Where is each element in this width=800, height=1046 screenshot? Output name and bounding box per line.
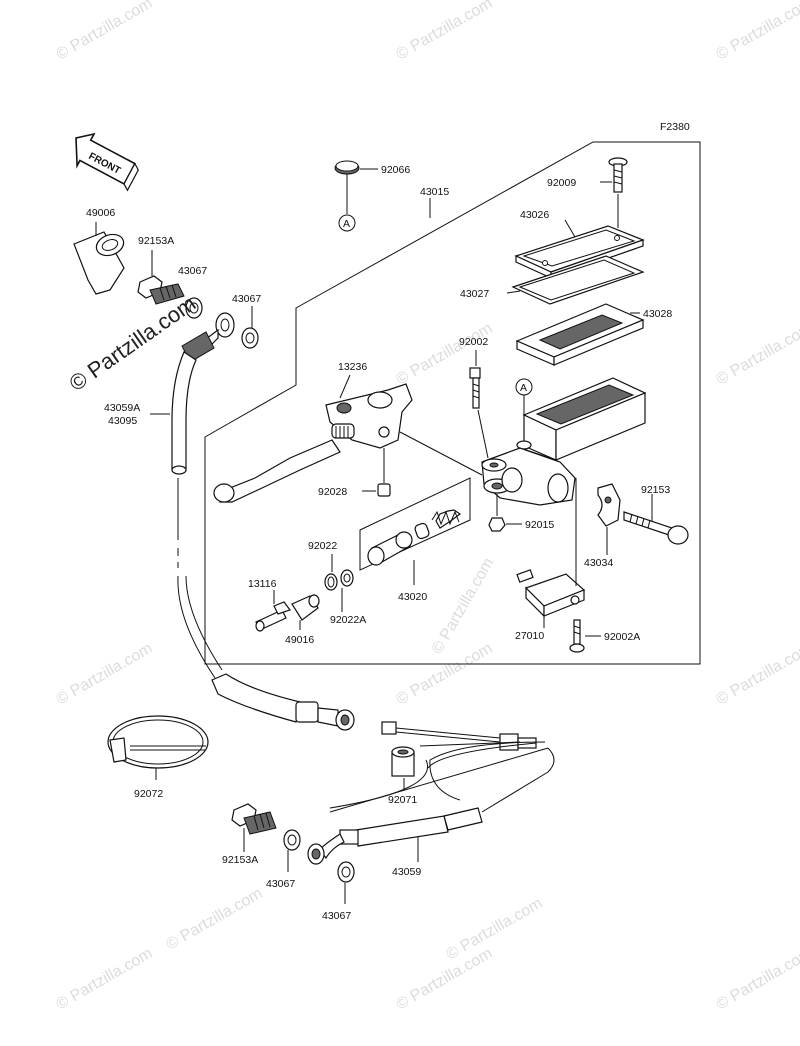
hose-continuation <box>177 478 223 679</box>
callout-92015: 92015 <box>525 519 554 531</box>
bushing-92028 <box>362 448 391 497</box>
callout-92153a-top: 92153A <box>138 235 174 247</box>
washer-43067-c <box>283 829 301 872</box>
ref-mark-a: A <box>515 378 533 450</box>
master-cylinder-body <box>481 447 576 506</box>
callout-43034: 43034 <box>584 557 613 569</box>
svg-text:A: A <box>520 382 527 394</box>
front-arrow-icon: FRONT <box>75 132 139 192</box>
watermark: © Partzilla.com <box>444 895 546 964</box>
watermark: © Partzilla.com <box>714 640 800 709</box>
clutch-lever <box>213 374 413 503</box>
svg-text:A: A <box>343 218 350 230</box>
callout-13116: 13116 <box>248 578 277 590</box>
ref-mark-a: A <box>338 174 356 232</box>
clamp-43034 <box>597 483 621 555</box>
watermarks: © Partzilla.com © Partzilla.com © Partzi… <box>54 0 800 1013</box>
callout-43059: 43059 <box>392 866 421 878</box>
callout-92002a: 92002A <box>604 631 640 643</box>
watermark: © Partzilla.com <box>54 640 156 709</box>
circlip-92022 <box>324 554 338 591</box>
callout-13236: 13236 <box>338 361 367 373</box>
callout-43095: 43095 <box>108 415 137 427</box>
bolt-92153 <box>623 494 689 545</box>
callout-43067-d: 43067 <box>322 910 351 922</box>
clutch-pipe-43059 <box>329 721 549 813</box>
watermark: © Partzilla.com <box>394 0 496 63</box>
callout-27010: 27010 <box>515 630 544 642</box>
screw-92002 <box>469 350 489 459</box>
callout-43015: 43015 <box>420 186 449 198</box>
callout-92072: 92072 <box>134 788 163 800</box>
callout-92153: 92153 <box>641 484 670 496</box>
washer-43067-b <box>241 306 259 349</box>
watermark: © Partzilla.com <box>54 0 156 63</box>
washer-43067-d <box>337 861 355 904</box>
banjo-bolt-92153a-bottom <box>231 803 277 852</box>
clutch-switch-27010 <box>516 478 586 628</box>
watermark: © Partzilla.com <box>714 320 800 389</box>
figure-code: F2380 <box>660 121 690 133</box>
diaphragm-plate <box>506 255 645 305</box>
piston-kit-43020 <box>359 477 471 585</box>
washer-92022a <box>340 569 354 612</box>
callout-49016: 49016 <box>285 634 314 646</box>
callout-43028: 43028 <box>643 308 672 320</box>
screw-92009 <box>600 157 628 228</box>
callout-43020: 43020 <box>398 591 427 603</box>
collar-92071 <box>391 746 415 790</box>
washer-43067-a <box>185 297 203 319</box>
diaphragm <box>515 303 645 366</box>
boot-49016 <box>291 594 320 630</box>
callout-92009: 92009 <box>547 177 576 189</box>
nut-92015 <box>488 494 522 532</box>
callout-92028: 92028 <box>318 486 347 498</box>
reservoir-cap <box>334 160 378 175</box>
hose-band-92072 <box>107 715 209 780</box>
clutch-hose-upper <box>171 312 235 475</box>
pushrod-13116 <box>255 590 291 632</box>
watermark: © Partzilla.com <box>714 945 800 1014</box>
callout-92066: 92066 <box>381 164 410 176</box>
callout-43026: 43026 <box>520 209 549 221</box>
callout-43059a: 43059A <box>104 402 140 414</box>
callout-92071: 92071 <box>388 794 417 806</box>
assembly-boundary <box>204 141 701 665</box>
watermark: © Partzilla.com <box>54 945 156 1014</box>
callout-43067-b: 43067 <box>232 293 261 305</box>
watermark: © Partzilla.com <box>714 0 800 63</box>
clutch-hose-43059 <box>307 747 555 865</box>
callout-49006: 49006 <box>86 207 115 219</box>
callout-92002: 92002 <box>459 336 488 348</box>
callout-92153a-bottom: 92153A <box>222 854 258 866</box>
callout-43067-a: 43067 <box>178 265 207 277</box>
clutch-hose-lower-fitting <box>211 673 355 731</box>
callout-43067-c: 43067 <box>266 878 295 890</box>
callout-92022a: 92022A <box>330 614 366 626</box>
callout-43027: 43027 <box>460 288 489 300</box>
screw-92002a <box>569 619 601 653</box>
watermark: © Partzilla.com <box>394 945 496 1014</box>
callout-92022: 92022 <box>308 540 337 552</box>
watermark: © Partzilla.com <box>164 885 266 954</box>
banjo-bolt-92153a-top <box>137 250 185 305</box>
dust-cap-49006 <box>73 222 125 295</box>
